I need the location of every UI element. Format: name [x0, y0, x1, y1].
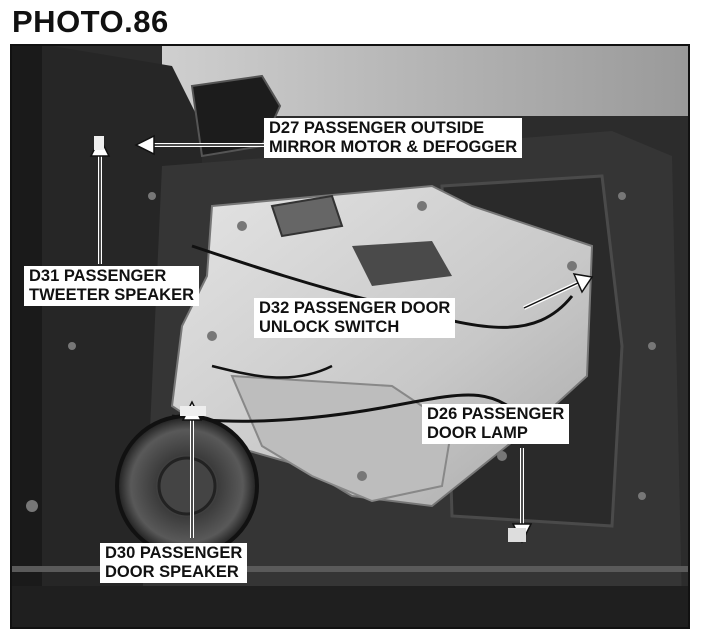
callout-d32-line1: D32 PASSENGER DOOR [259, 299, 451, 317]
door-sill [12, 586, 688, 627]
callout-d26-line1: D26 PASSENGER [427, 405, 565, 423]
panel-opening [352, 241, 452, 286]
callout-d30-line1: D30 PASSENGER [105, 544, 243, 562]
handle-mechanism [270, 194, 344, 238]
wire-harness-lower [171, 393, 534, 428]
tweeter-connector [94, 136, 104, 150]
callout-d27-line2: MIRROR MOTOR & DEFOGGER [269, 138, 518, 156]
photo-title: PHOTO.86 [12, 4, 169, 39]
callout-d30: D30 PASSENGER DOOR SPEAKER [100, 543, 248, 583]
callout-d30-line2: DOOR SPEAKER [105, 563, 239, 581]
callout-d31: D31 PASSENGER TWEETER SPEAKER [24, 266, 200, 306]
callout-d32: D32 PASSENGER DOOR UNLOCK SWITCH [254, 298, 456, 338]
callout-d31-line1: D31 PASSENGER [29, 267, 167, 285]
callout-d27: D27 PASSENGER OUTSIDE MIRROR MOTOR & DEF… [264, 118, 523, 158]
wire-harness-mid [211, 364, 333, 379]
a-pillar [12, 46, 42, 627]
sill-trim [12, 566, 688, 572]
speaker-cone-center [157, 456, 217, 516]
callout-d27-line1: D27 PASSENGER OUTSIDE [269, 119, 485, 137]
door-photo: D27 PASSENGER OUTSIDE MIRROR MOTOR & DEF… [10, 44, 690, 629]
callout-d26: D26 PASSENGER DOOR LAMP [422, 404, 570, 444]
callout-arrow-outlines [99, 144, 581, 538]
callout-d31-line2: TWEETER SPEAKER [29, 286, 195, 304]
panel-bolts [26, 192, 656, 512]
door-lamp-connector [508, 528, 526, 542]
door-illustration [12, 46, 688, 627]
lower-regulator-plate [230, 374, 454, 503]
callout-d32-line2: UNLOCK SWITCH [259, 318, 400, 336]
speaker-connector [180, 406, 206, 416]
callout-d26-line2: DOOR LAMP [427, 424, 528, 442]
